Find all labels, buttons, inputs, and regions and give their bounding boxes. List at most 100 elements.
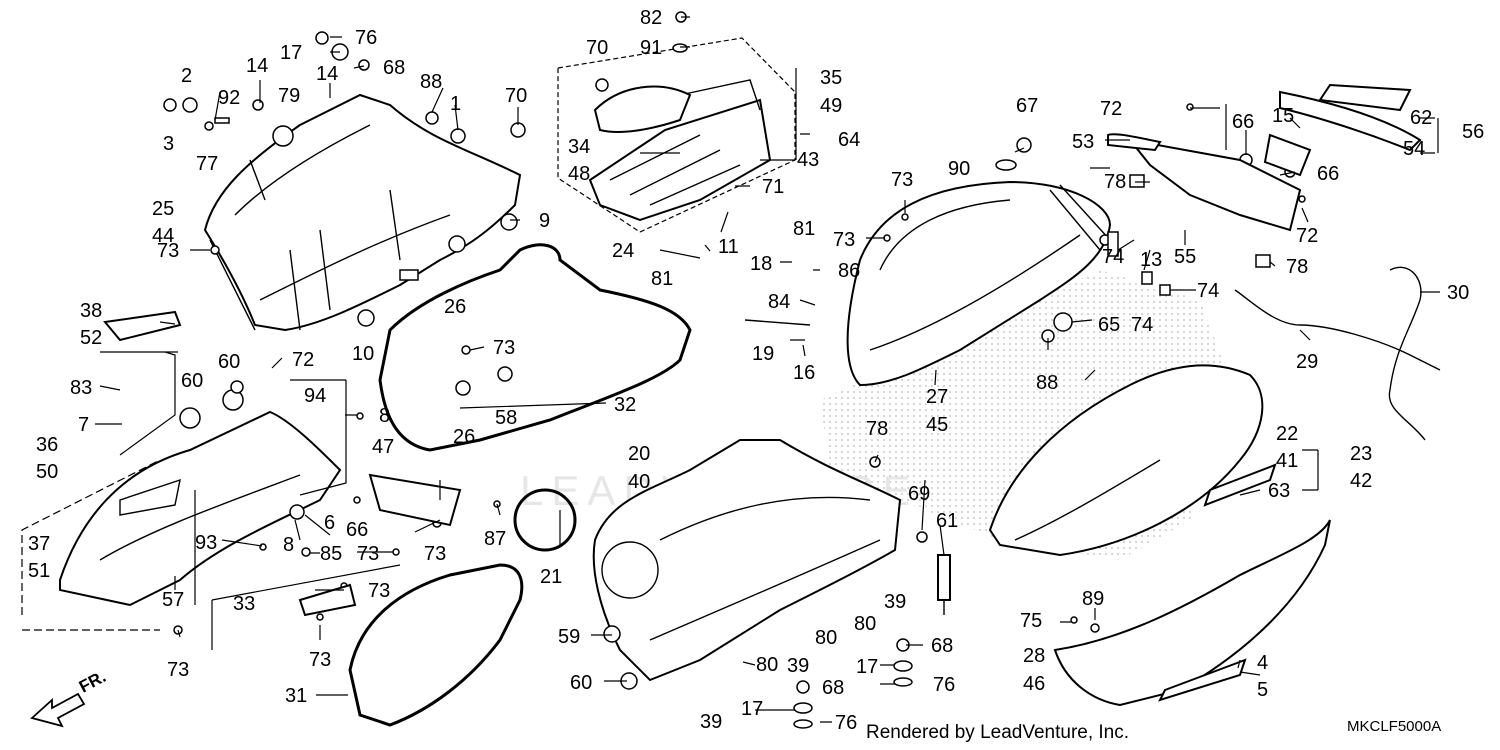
label-84: 84 [768,291,790,313]
label-87: 87 [484,528,506,550]
label-17: 17 [741,698,763,720]
harness-30 [1388,266,1426,441]
label-3: 3 [163,133,174,155]
label-78: 78 [1286,256,1308,278]
label-58: 58 [495,407,517,429]
strut-61 [937,554,951,601]
label-82: 82 [640,7,662,29]
label-78: 78 [1104,171,1126,193]
label-73: 73 [357,543,379,565]
label-39: 39 [884,591,906,613]
label-23: 23 [1350,443,1372,465]
label-8: 8 [283,534,294,556]
label-17: 17 [856,656,878,678]
label-53: 53 [1072,131,1094,153]
label-67: 67 [1016,95,1038,117]
label-29: 29 [1296,351,1318,373]
label-9: 9 [539,210,550,232]
label-73: 73 [167,659,189,681]
gasket-32 [378,243,692,452]
label-13: 13 [1140,249,1162,271]
label-43: 43 [797,149,819,171]
label-24: 24 [612,240,634,262]
label-66: 66 [346,519,368,541]
label-44: 44 [152,225,174,247]
label-63: 63 [1268,480,1290,502]
rendered-by-credit: Rendered by LeadVenture, Inc. [866,722,1129,743]
diagram-code: MKCLF5000A [1347,718,1441,735]
label-61: 61 [936,510,958,532]
label-51: 51 [28,560,50,582]
label-42: 42 [1350,470,1372,492]
label-26: 26 [444,296,466,318]
label-6: 6 [324,512,335,534]
inner-case-right [846,180,1112,387]
leader-lines [21,16,1440,723]
fasteners [163,11,1306,729]
label-68: 68 [931,635,953,657]
label-40: 40 [628,471,650,493]
label-94: 94 [304,385,326,407]
label-76: 76 [355,27,377,49]
label-47: 47 [372,436,394,458]
label-16: 16 [793,362,815,384]
label-52: 52 [80,327,102,349]
front-direction-indicator: FR. [30,667,109,728]
label-89: 89 [1082,588,1104,610]
label-81: 81 [793,218,815,240]
label-28: 28 [1023,645,1045,667]
label-4: 4 [1257,652,1268,674]
label-76: 76 [835,712,857,734]
label-73: 73 [368,580,390,602]
label-56: 56 [1462,121,1484,143]
label-93: 93 [195,532,217,554]
label-72: 72 [1296,225,1318,247]
label-72: 72 [292,349,314,371]
label-41: 41 [1276,450,1298,472]
label-88: 88 [420,71,442,93]
label-66: 66 [1232,111,1254,133]
label-14: 14 [246,55,268,77]
bracket-assembly [1127,83,1422,232]
ring-21 [513,488,577,552]
label-71: 71 [762,176,784,198]
label-22: 22 [1276,423,1298,445]
label-73: 73 [833,229,855,251]
label-15: 15 [1272,105,1294,127]
label-74: 74 [1197,280,1219,302]
label-27: 27 [926,386,948,408]
label-34: 34 [568,136,590,158]
label-26: 26 [453,426,475,448]
label-80: 80 [854,613,876,635]
label-30: 30 [1447,282,1469,304]
gasket-31 [348,563,524,727]
label-2: 2 [181,65,192,87]
label-73: 73 [424,543,446,565]
label-80: 80 [756,654,778,676]
label-65: 65 [1098,314,1120,336]
label-8: 8 [379,405,390,427]
front-arrow-icon [30,692,86,728]
label-73: 73 [891,169,913,191]
label-49: 49 [820,95,842,117]
label-75: 75 [1020,610,1042,632]
label-69: 69 [908,483,930,505]
label-78: 78 [866,418,888,440]
label-35: 35 [820,67,842,89]
control-unit-assembly [557,37,796,233]
label-25: 25 [152,198,174,220]
label-62: 62 [1410,107,1432,129]
label-72: 72 [1100,98,1122,120]
label-31: 31 [285,685,307,707]
label-32: 32 [614,394,636,416]
label-17: 17 [280,42,302,64]
label-48: 48 [568,163,590,185]
label-68: 68 [383,57,405,79]
label-79: 79 [278,85,300,107]
label-33: 33 [233,593,255,615]
label-55: 55 [1174,246,1196,268]
label-7: 7 [78,414,89,436]
label-60: 60 [570,672,592,694]
